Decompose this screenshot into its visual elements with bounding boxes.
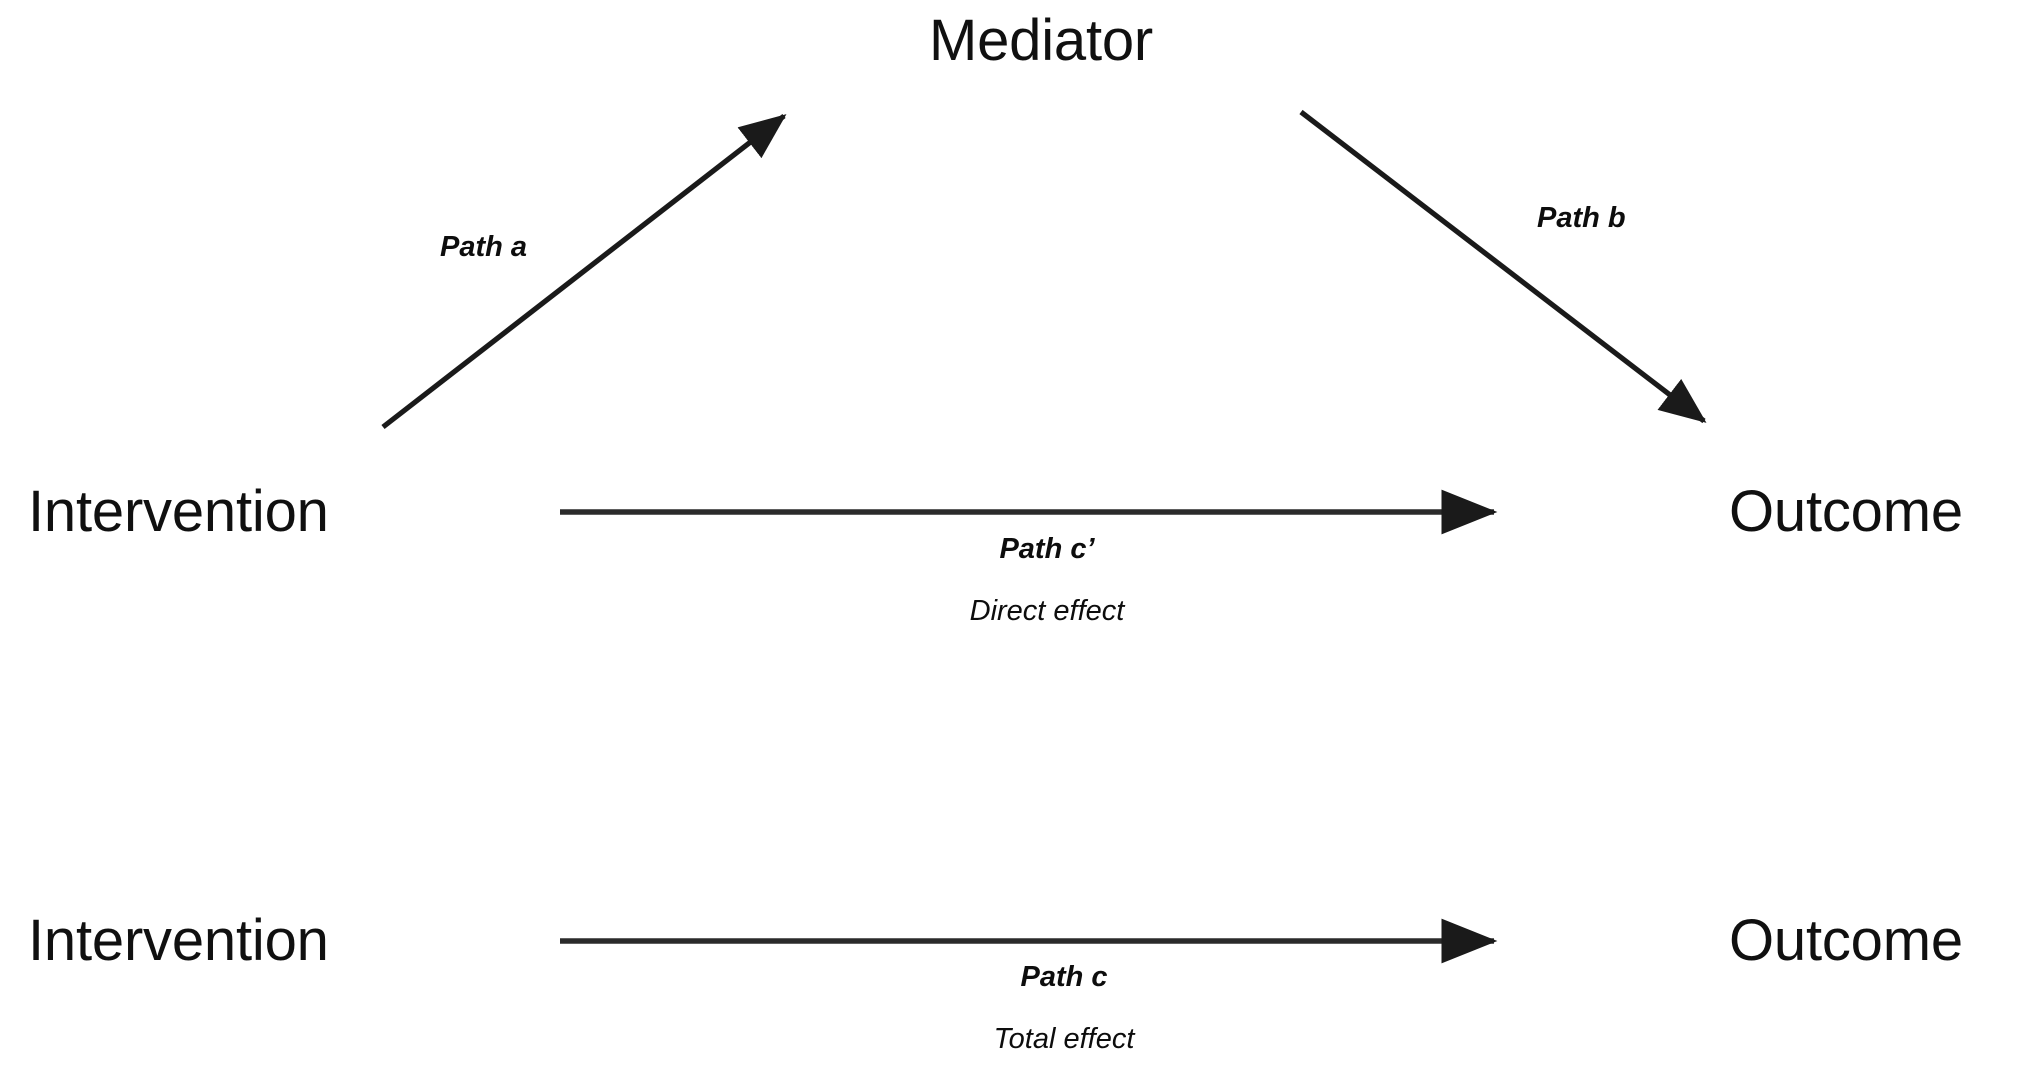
edge-label-path-b: Path b — [1537, 202, 1626, 234]
node-outcome-top: Outcome — [1729, 479, 1963, 544]
path-b-arrow — [1299, 109, 1707, 424]
edge-label-path-c-prime: Path c’ — [999, 533, 1095, 565]
edge-sublabel-total-effect: Total effect — [993, 1023, 1135, 1055]
node-outcome-bottom: Outcome — [1729, 908, 1963, 973]
node-intervention-bottom: Intervention — [28, 908, 329, 973]
path-a-arrow — [381, 113, 787, 430]
edge-label-path-a: Path a — [440, 231, 528, 263]
edge-label-path-c: Path c — [1020, 961, 1108, 993]
node-intervention-top: Intervention — [28, 479, 329, 544]
edge-sublabel-direct-effect: Direct effect — [969, 595, 1125, 627]
node-mediator: Mediator — [928, 8, 1154, 73]
